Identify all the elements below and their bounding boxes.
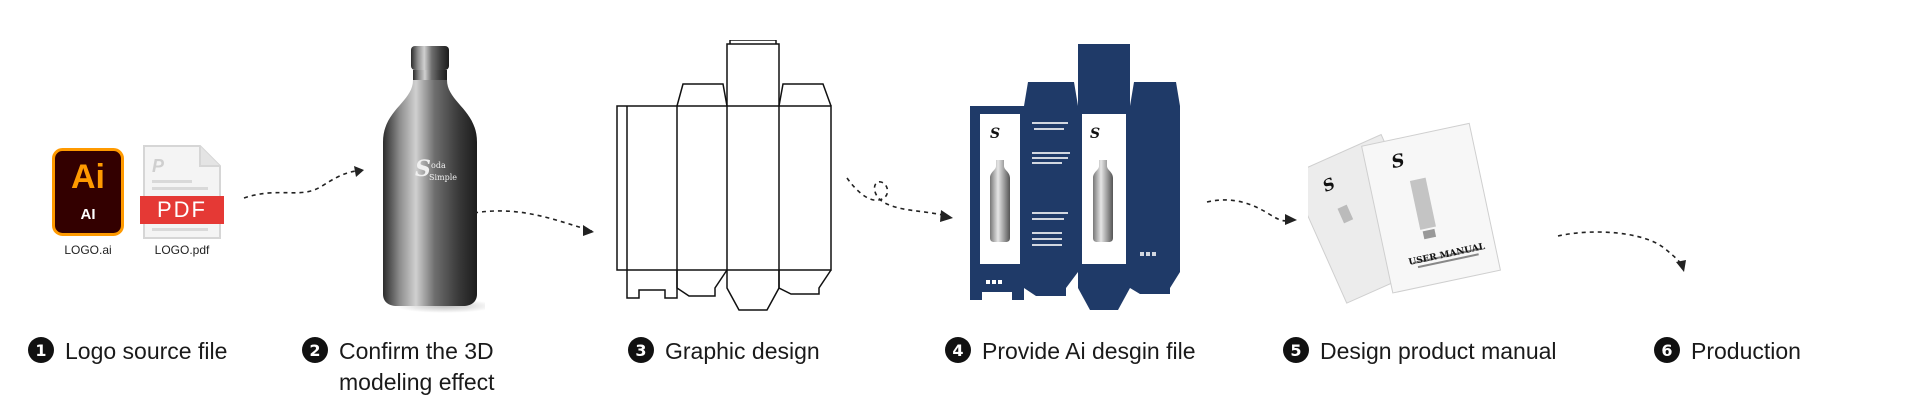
step-1: 1 Logo source file — [28, 336, 227, 367]
ai-icon-subtext: AI — [80, 206, 96, 223]
step-label: Provide Ai desgin file — [982, 338, 1196, 364]
step-number: 4 — [945, 337, 971, 363]
step-number: 6 — [1654, 337, 1680, 363]
step-3: 3 Graphic design — [628, 336, 820, 367]
product-manual: S S USER MANUAL — [1308, 118, 1518, 318]
pdf-file-label: LOGO.pdf — [154, 243, 210, 257]
step-label: Design product manual — [1320, 338, 1557, 364]
box-dieline — [615, 40, 835, 315]
svg-text:oda: oda — [431, 161, 446, 170]
bottle-render: S oda Simple — [375, 44, 485, 314]
pdf-icon-text: PDF — [157, 197, 207, 222]
step-number: 1 — [28, 337, 54, 363]
step-number: 3 — [628, 337, 654, 363]
pdf-file-icon: P PDF — [140, 144, 224, 240]
svg-text:S: S — [415, 156, 431, 182]
svg-text:S: S — [1390, 150, 1407, 173]
step-number: 2 — [302, 337, 328, 363]
flow-arrow-5 — [1557, 231, 1686, 272]
step-4: 4 Provide Ai desgin file — [945, 336, 1196, 367]
step-label: Confirm the 3D modeling effect — [339, 338, 495, 395]
printed-box: S S — [968, 42, 1183, 312]
svg-text:Simple: Simple — [429, 173, 457, 182]
step-5: 5 Design product manual — [1283, 336, 1557, 367]
step-label: Logo source file — [65, 338, 228, 364]
ai-file-icon: Ai AI — [52, 148, 124, 236]
flow-arrow-3 — [846, 177, 953, 222]
flow-arrow-1 — [243, 166, 364, 199]
flow-arrow-4 — [1206, 199, 1297, 225]
svg-text:S: S — [990, 126, 1000, 142]
ai-file-label: LOGO.ai — [64, 243, 112, 257]
ai-icon-text: Ai — [71, 158, 105, 196]
step-number: 5 — [1283, 337, 1309, 363]
flow-arrow-2 — [473, 210, 594, 236]
step-6: 6 Production — [1654, 336, 1801, 367]
step-label: Graphic design — [665, 338, 820, 364]
step-2: 2 Confirm the 3D modeling effect — [302, 336, 495, 398]
svg-text:P: P — [152, 156, 165, 176]
svg-text:S: S — [1090, 126, 1100, 142]
step-label: Production — [1691, 338, 1801, 364]
